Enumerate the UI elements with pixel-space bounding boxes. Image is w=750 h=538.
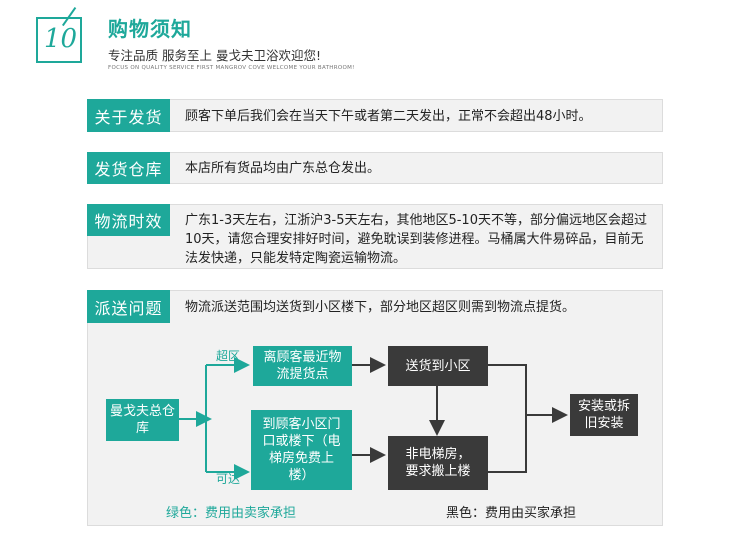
section-logistics-time: 物流时效 广东1-3天左右，江浙沪3-5天左右，其他地区5-10天不等，部分偏远…: [87, 204, 663, 269]
flow-label-reachable: 可达: [216, 472, 241, 486]
section-tag: 派送问题: [87, 290, 170, 323]
logo-mark: 10: [44, 24, 78, 54]
legend-seller-cost: 绿色：费用由卖家承担: [166, 506, 297, 521]
section-text: 广东1-3天左右，江浙沪3-5天左右，其他地区5-10天不等，部分偏远地区会超过…: [185, 213, 647, 266]
flow-origin-warehouse: 曼戈夫总仓库: [106, 399, 179, 441]
flow-pickup-point: 离顾客最近物流提货点: [253, 346, 352, 386]
delivery-flow-connectors: [179, 357, 568, 480]
section-text: 顾客下单后我们会在当天下午或者第二天发出，正常不会超出48小时。: [185, 109, 592, 124]
flow-deliver-community: 送货到小区: [388, 346, 488, 386]
page-subtitle-english: FOCUS ON QUALITY SERVICE FIRST MANGROV C…: [108, 65, 355, 71]
legend-buyer-cost: 黑色：费用由买家承担: [446, 506, 577, 521]
section-tag: 发货仓库: [87, 152, 170, 184]
section-delivery: 派送问题 物流派送范围均送货到小区楼下，部分地区超区则需到物流点提货。 曼戈夫总…: [87, 290, 663, 526]
section-tag: 关于发货: [87, 99, 170, 132]
flow-install: 安装或拆旧安装: [570, 394, 638, 436]
page-subtitle: 专注品质 服务至上 曼戈夫卫浴欢迎您!: [108, 48, 321, 63]
section-text: 物流派送范围均送货到小区楼下，部分地区超区则需到物流点提货。: [185, 300, 576, 315]
flow-label-over-zone: 超区: [216, 349, 241, 363]
flow-no-elevator: 非电梯房，要求搬上楼: [388, 436, 488, 490]
section-warehouse: 发货仓库 本店所有货品均由广东总仓发出。: [87, 152, 663, 184]
section-shipping: 关于发货 顾客下单后我们会在当天下午或者第二天发出，正常不会超出48小时。: [87, 99, 663, 132]
section-tag: 物流时效: [87, 204, 170, 236]
section-text: 本店所有货品均由广东总仓发出。: [185, 161, 381, 176]
logo-frame: [36, 17, 82, 63]
page-title: 购物须知: [108, 17, 192, 41]
flow-door-delivery: 到顾客小区门口或楼下（电梯房免费上楼）: [251, 410, 352, 490]
